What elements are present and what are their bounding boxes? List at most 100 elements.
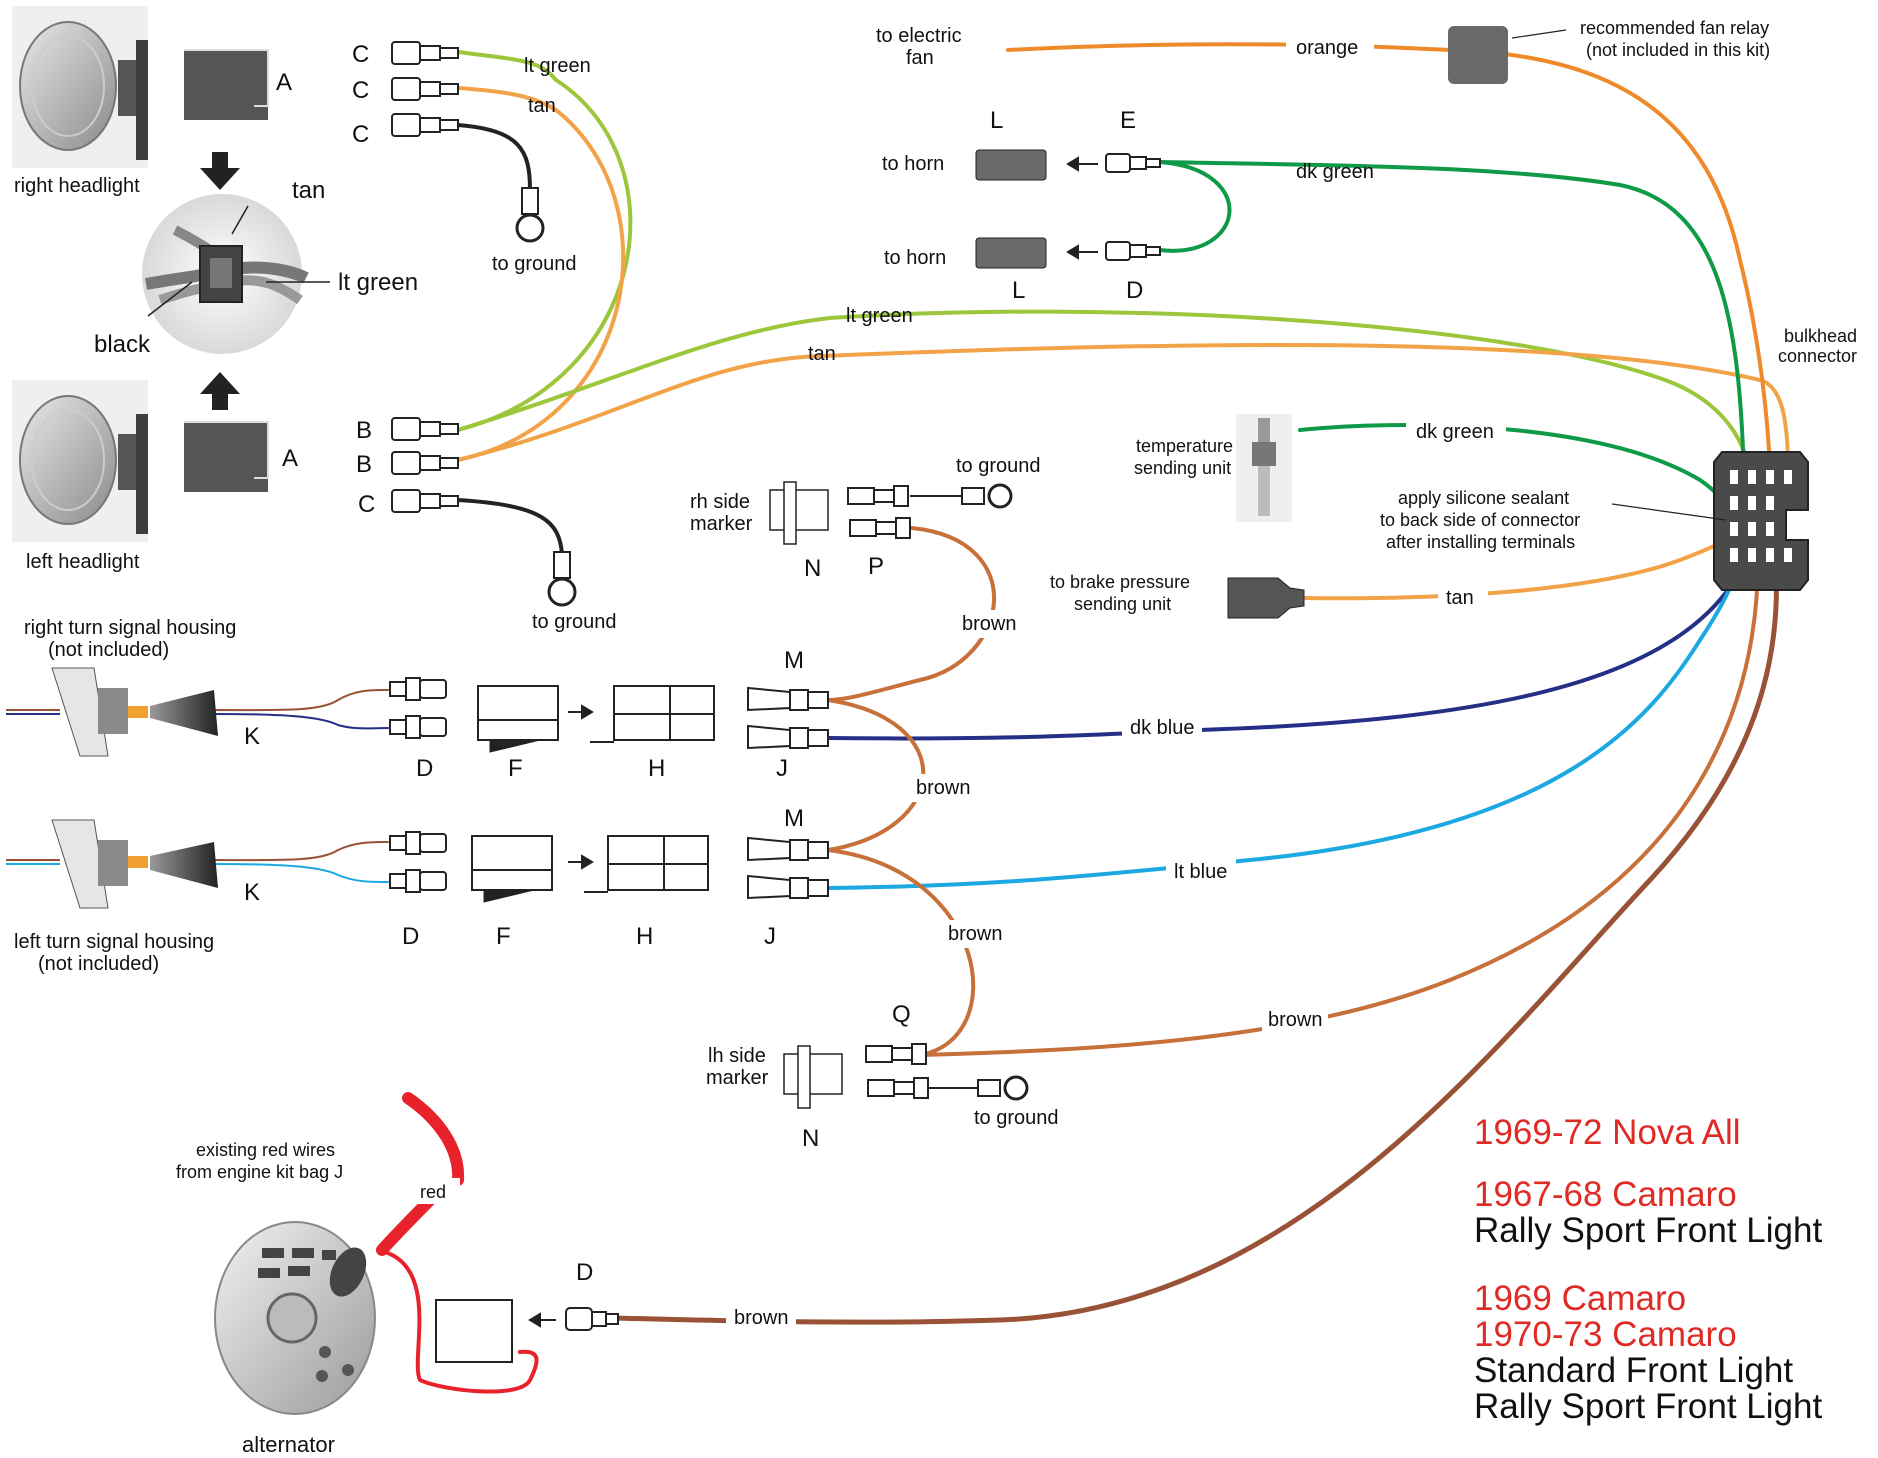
wire-red-main: [402, 1092, 465, 1186]
brake-label-line2: sending unit: [1074, 594, 1171, 614]
wires: [211, 42, 1790, 1394]
to-horn-label-2: to horn: [884, 247, 946, 269]
headlight-connector-callout: [142, 194, 309, 354]
brake-label-line1: to brake pressure: [1050, 572, 1190, 592]
wire-orange-fan: [1006, 42, 1772, 472]
to-ground-label-3: to ground: [956, 455, 1041, 477]
left-turn-signal-housing: [6, 819, 218, 909]
part-c-4: C: [358, 491, 375, 518]
horn-connector-l-bottom: [975, 237, 1047, 269]
ground-ring-icon: [547, 551, 577, 607]
part-m-bottom: M: [784, 805, 804, 832]
terminal-m-top: [747, 686, 829, 712]
wire-label-tan-mid: tan: [808, 343, 836, 365]
terminal-m-bottom: [747, 836, 829, 862]
wire-brown-m-link: [826, 698, 926, 852]
sealant-label-line2: to back side of connector: [1380, 510, 1580, 530]
part-j-bottom: J: [764, 923, 776, 950]
arrow-left-icon: [1066, 244, 1098, 260]
sealant-label-line3: after installing terminals: [1386, 532, 1575, 552]
terminal-j-top: [747, 724, 829, 750]
to-ground-label-2: to ground: [532, 611, 617, 633]
application-line: Standard Front Light: [1474, 1351, 1793, 1390]
wire-dk-blue: [826, 548, 1752, 741]
terminal-b-1: [391, 417, 459, 441]
part-b-2: B: [356, 451, 372, 478]
part-j-top: J: [776, 755, 788, 782]
wire-k-right-brown: [211, 689, 389, 712]
arrow-down-icon: [200, 152, 240, 190]
part-k-left: K: [244, 879, 260, 906]
wire-label-dk-green-temp: dk green: [1416, 421, 1494, 443]
terminal-d-right-2: [389, 715, 447, 739]
wire-label-lt-green-mid: lt green: [846, 305, 913, 327]
part-d-right: D: [416, 755, 433, 782]
part-n-bottom: N: [802, 1125, 819, 1152]
bulkhead-label-line1: bulkhead: [1784, 326, 1857, 346]
arrow-left-icon: [1066, 156, 1098, 172]
arrow-up-icon: [200, 372, 240, 410]
part-a-top: A: [276, 69, 292, 96]
existing-red-label-line1: existing red wires: [196, 1140, 335, 1160]
callout-black-label: black: [94, 331, 151, 358]
alternator-label: alternator: [242, 1432, 335, 1457]
terminal-e: [1105, 153, 1161, 173]
connector-a-bottom: [184, 421, 269, 492]
wire-dk-green-horn-jumper: [1158, 160, 1232, 253]
applications-list: 1969-72 Nova All 1967-68 Camaro Rally Sp…: [1474, 1113, 1822, 1426]
part-k-right: K: [244, 723, 260, 750]
part-e: E: [1120, 107, 1136, 134]
wire-red-loop: [383, 1250, 539, 1394]
wire-label-lt-green-top: lt green: [524, 55, 591, 77]
part-p: P: [868, 553, 884, 580]
ground-ring-icon: [515, 187, 545, 243]
terminal-d-left-2: [389, 869, 447, 893]
wire-label-brown-2: brown: [916, 777, 970, 799]
wire-dk-green-horn: [1158, 160, 1746, 482]
wire-tan-c: [456, 86, 626, 462]
ground-ring-icon: [961, 483, 1013, 509]
terminal-p: [849, 517, 911, 539]
terminal-q: [865, 1043, 927, 1065]
connector-h-left: [584, 835, 709, 893]
ground-ring-icon: [977, 1075, 1029, 1101]
wire-lt-green-bulkhead: [456, 309, 1754, 492]
connector-a-top: [184, 49, 269, 120]
horn-connector-l-top: [975, 149, 1047, 181]
right-turn-label-line2: (not included): [48, 639, 169, 661]
bulkhead-connector: [1713, 451, 1809, 591]
wire-brown-rh-marker: [826, 526, 997, 702]
left-turn-label-line1: left turn signal housing: [14, 931, 214, 953]
terminal-d-right-1: [389, 677, 447, 701]
wire-label-red: red: [420, 1182, 446, 1202]
part-a-bottom: A: [282, 445, 298, 472]
part-l-bottom: L: [1012, 277, 1025, 304]
terminal-lh-ground: [867, 1077, 929, 1099]
connector-h-right: [590, 685, 715, 743]
rh-marker-label-line1: rh side: [690, 491, 750, 513]
fan-relay-label-line2: (not included in this kit): [1586, 40, 1770, 60]
to-ground-label-1: to ground: [492, 253, 577, 275]
wire-label-brown-5: brown: [734, 1307, 788, 1329]
terminal-c-2: [391, 77, 459, 101]
lh-side-marker-socket: [783, 1045, 843, 1109]
wire-label-dk-green-horn: dk green: [1296, 161, 1374, 183]
wire-k-left-blue: [211, 863, 389, 883]
part-d-alternator: D: [576, 1259, 593, 1286]
part-f-right: F: [508, 755, 523, 782]
wire-black-c-bottom: [456, 498, 564, 557]
part-h-left: H: [636, 923, 653, 950]
right-headlight-label: right headlight: [14, 175, 140, 197]
terminal-rh-ground: [847, 485, 909, 507]
alternator-image: [214, 1221, 376, 1415]
callout-lt-green-label: lt green: [338, 269, 418, 296]
rh-marker-label-line2: marker: [690, 513, 753, 535]
temperature-label-line2: sending unit: [1134, 458, 1231, 478]
wire-black-c-top: [456, 123, 532, 192]
part-l-top: L: [990, 107, 1003, 134]
to-electric-fan-line2: fan: [906, 47, 934, 69]
wire-label-dk-blue: dk blue: [1130, 717, 1195, 739]
terminal-d-left-1: [389, 831, 447, 855]
rh-side-marker-socket: [769, 481, 829, 545]
wire-lt-green-loop: [456, 78, 633, 432]
